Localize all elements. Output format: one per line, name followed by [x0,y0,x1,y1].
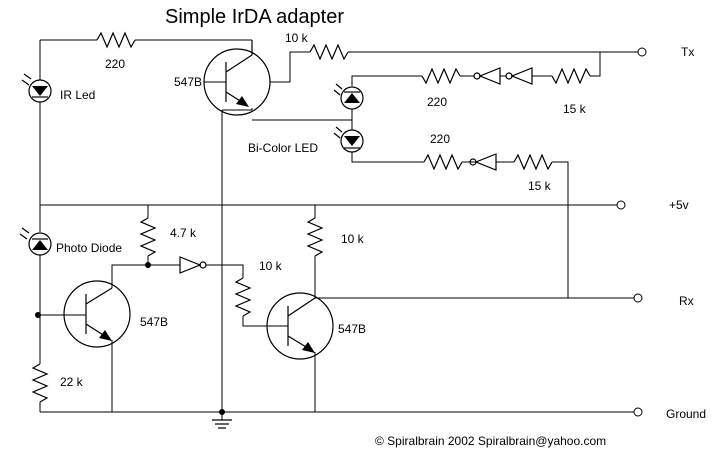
r-pd-label: 22 k [60,375,84,389]
r-tx-in-label: 15 k [563,102,587,116]
tx-terminal [637,47,647,57]
r-rx-in-label: 15 k [528,179,552,193]
resistor-r-led-green [423,153,463,171]
vcc-terminal [616,200,626,210]
r-led-red-label: 220 [427,95,447,109]
ir-led [21,73,52,103]
resistor-r-led-red [421,67,461,85]
r-q3-collector-label: 10 k [341,232,365,246]
credit-text: © Spiralbrain 2002 Spiralbrain@yahoo.com [375,434,606,448]
vcc-label: +5v [669,198,689,212]
photo-diode [19,227,52,256]
transistor-q3 [266,292,334,360]
tx-label: Tx [681,45,694,59]
resistor-r-tx-in [551,67,591,85]
resistor-r-tx-base [309,43,349,61]
q2-label: 547B [140,315,168,329]
resistor-r-rx-in [513,153,553,171]
r-q3-base-label: 10 k [259,259,283,273]
resistor-r-pullup [139,217,157,257]
rx-label: Rx [679,294,694,308]
resistor-r-pd [31,363,49,403]
inverter-tx-2 [473,67,501,85]
q3-label: 547B [338,322,366,336]
inverter-tx-1 [505,67,533,85]
ground-icon [212,412,232,429]
resistor-r-q3-base [234,277,252,317]
rx-terminal [633,293,643,303]
transistor-q2 [63,280,131,348]
ground-terminal [633,407,643,417]
photo-diode-label: Photo Diode [56,241,122,255]
r-tx-base-label: 10 k [285,31,309,45]
bicolor-led-label: Bi-Color LED [248,141,318,155]
r-ir-label: 220 [105,57,125,71]
bicolor-led [333,83,364,153]
ir-led-label: IR Led [60,88,95,102]
q1-label: 547B [174,75,202,89]
r-led-green-label: 220 [430,132,450,146]
diagram-title: Simple IrDA adapter [165,6,344,28]
ground-label: Ground [666,407,706,421]
resistor-r-q3-collector [306,217,324,257]
r-pullup-label: 4.7 k [170,226,197,240]
resistor-r-ir [96,31,136,49]
transistor-q1 [203,40,271,116]
inverter-q-rx [179,256,207,274]
